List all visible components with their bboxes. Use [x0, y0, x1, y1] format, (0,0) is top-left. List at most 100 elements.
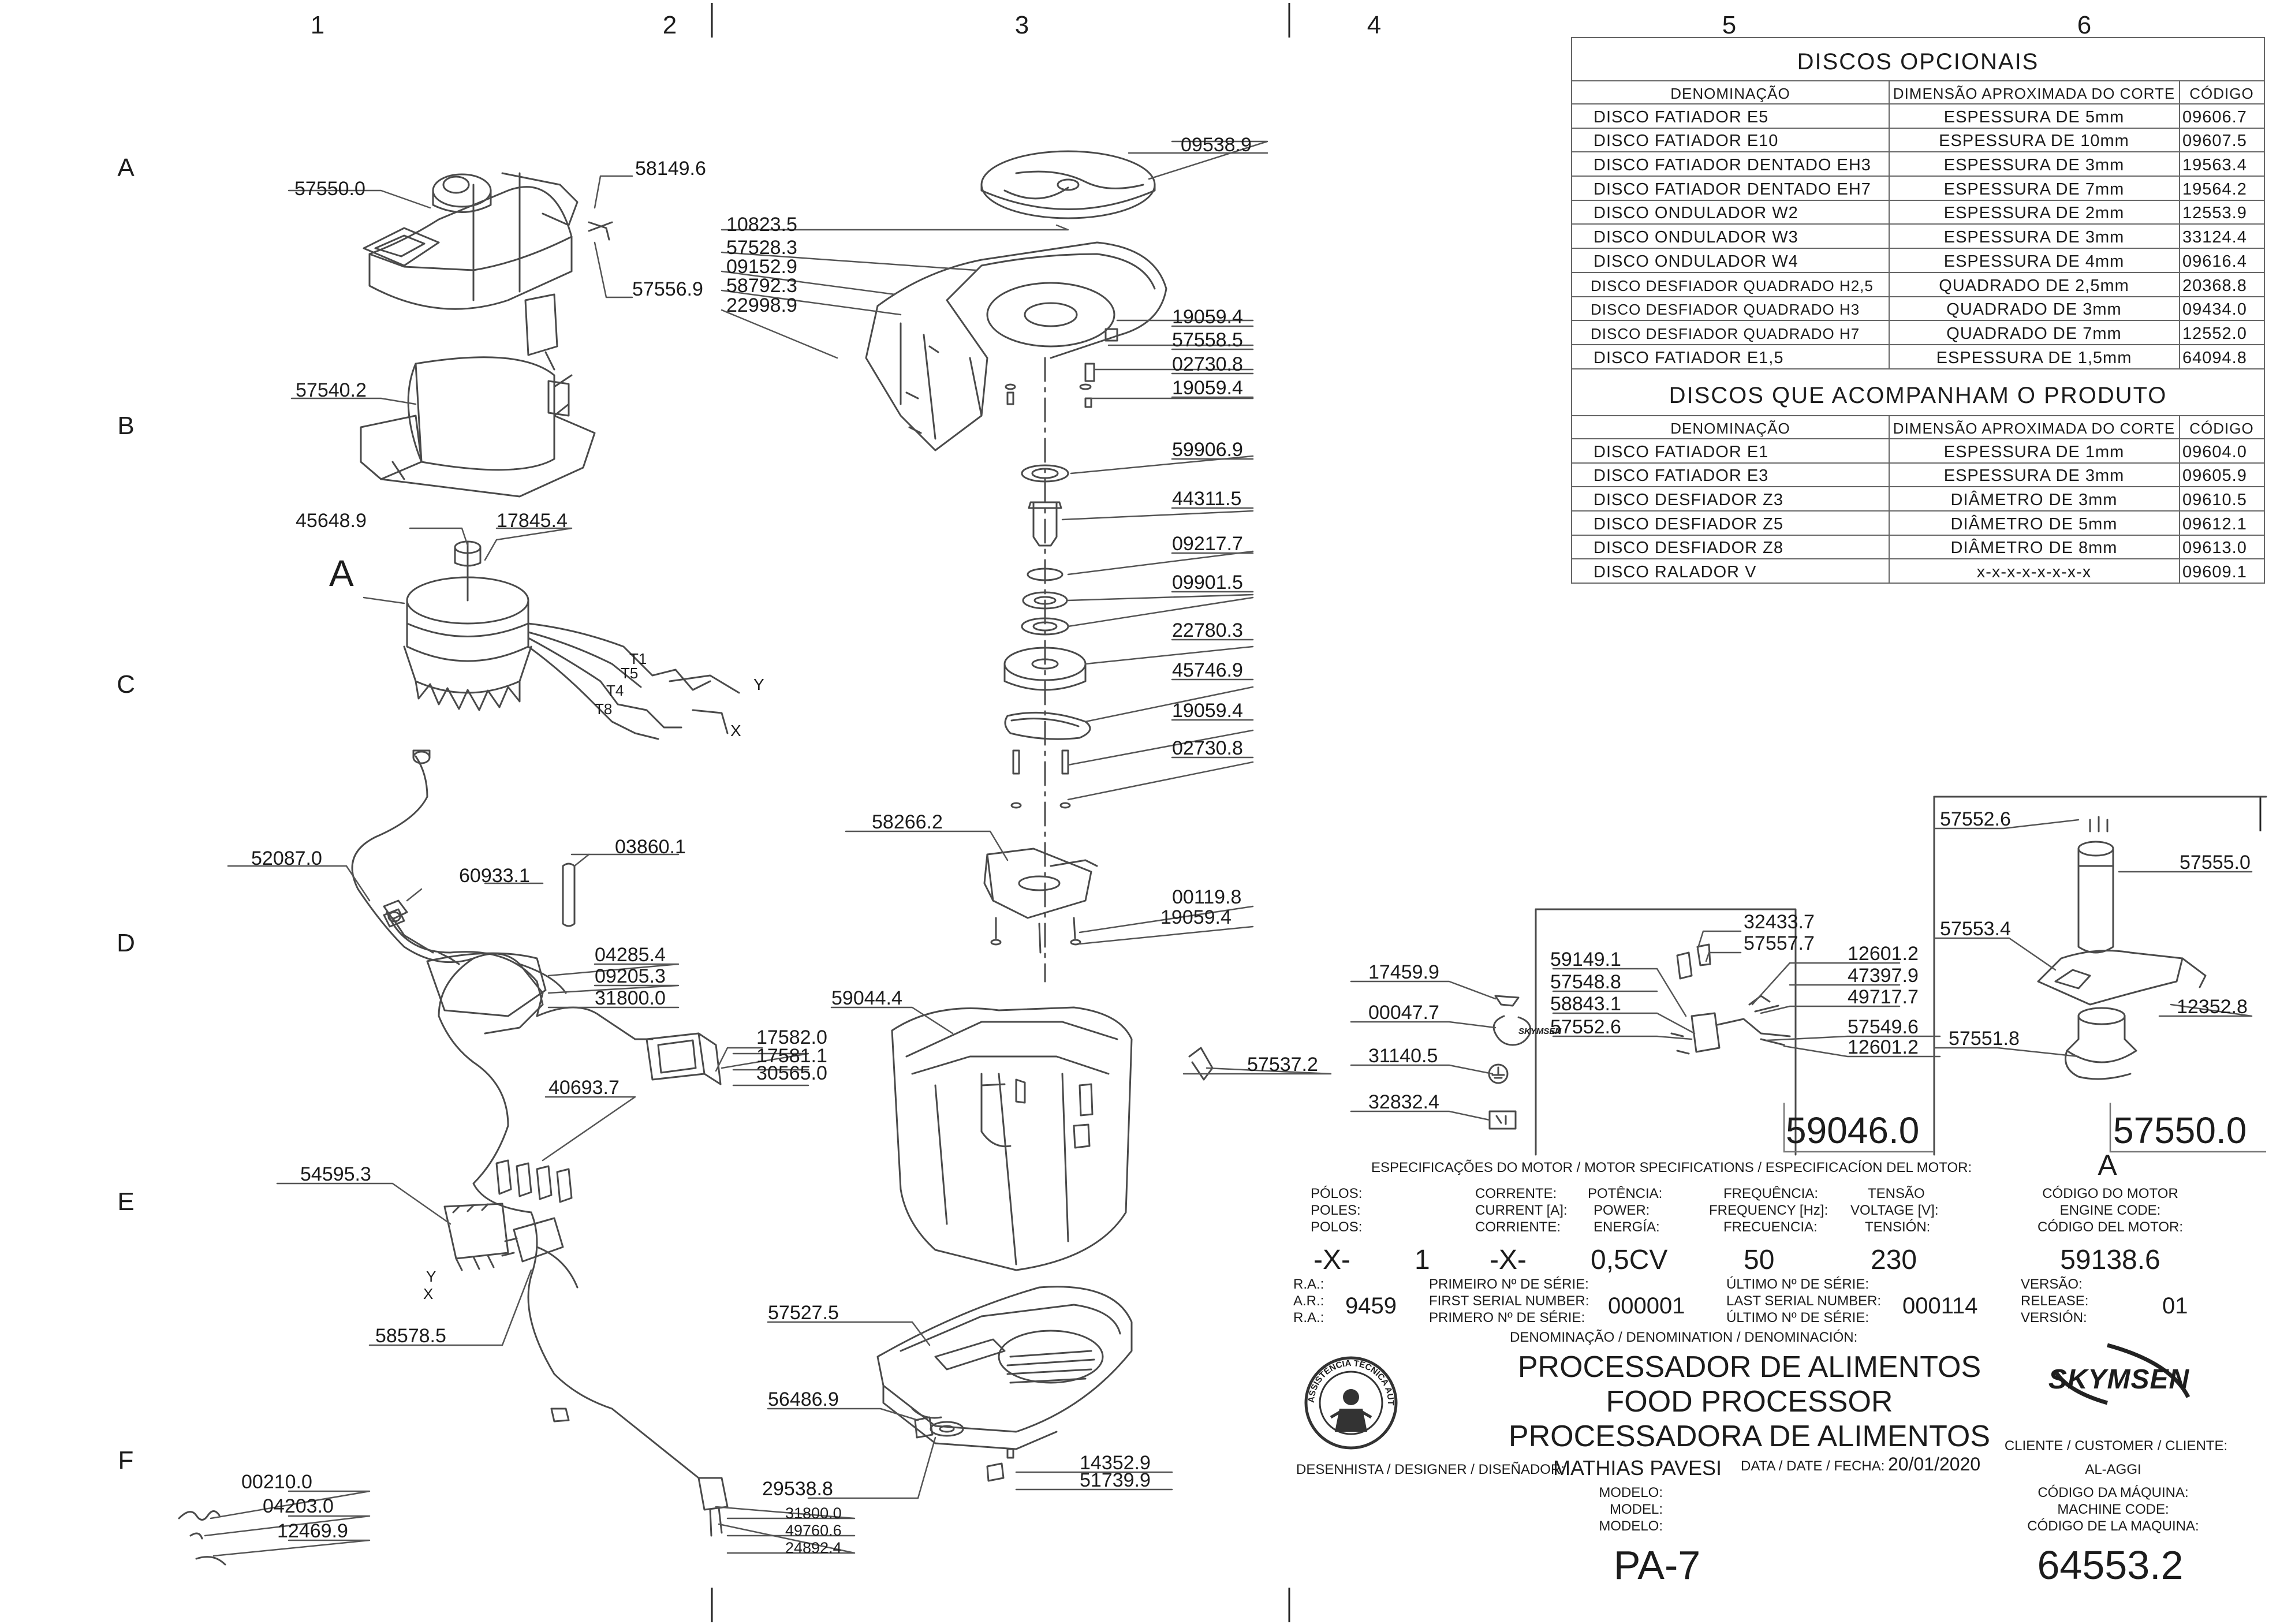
column-label-5: 5 — [1722, 11, 1736, 39]
callout-09152-9: 09152.9 — [726, 256, 797, 278]
optional-row-code: 20368.8 — [2182, 277, 2247, 295]
included-row-code: 09605.9 — [2182, 466, 2247, 485]
authorized-service-seal: ASSISTÊNCIA TÉCNICA AUTORIZADA — [0, 0, 1398, 1450]
callout-02730-8-a: 02730.8 — [1172, 353, 1243, 375]
date-value: 20/01/2020 — [1888, 1454, 1980, 1474]
optional-row-code: 64094.8 — [2182, 349, 2247, 367]
callout-47397-9: 47397.9 — [1848, 965, 1919, 987]
optional-discs-table: DISCOS OPCIONAIS DENOMINAÇÃO DIMENSÃO AP… — [1571, 37, 2265, 584]
callout-57553-4: 57553.4 — [1940, 918, 2011, 940]
callout-60933-1: 60933.1 — [459, 865, 530, 887]
callout-45746-9: 45746.9 — [1172, 659, 1243, 681]
callout-29538-8: 29538.8 — [762, 1478, 833, 1500]
assembly-number-57550-0: 57550.0 — [2113, 1110, 2247, 1151]
optional-row-dimension: QUADRADO DE 2,5mm — [1939, 277, 2129, 295]
callout-57551-8: 57551.8 — [1949, 1028, 2020, 1050]
callout-03860-1: 03860.1 — [615, 836, 686, 858]
optional-row-dimension: ESPESSURA DE 3mm — [1944, 156, 2125, 174]
optional-discs-title: DISCOS OPCIONAIS — [1797, 49, 2039, 74]
poles-label-es: POLOS: — [1311, 1219, 1362, 1235]
optional-row-name: DISCO ONDULADOR W4 — [1594, 252, 1798, 271]
optional-row-code: 09607.5 — [2182, 132, 2247, 150]
last-serial-label-es: ÚLTIMO Nº DE SÉRIE: — [1726, 1310, 1869, 1326]
row-label-a: A — [117, 154, 135, 182]
column-label-4: 4 — [1367, 11, 1381, 39]
row-label-d: D — [117, 929, 135, 957]
optional-header-dimension: DIMENSÃO APROXIMADA DO CORTE — [1893, 85, 2175, 102]
motor-drawing — [403, 540, 740, 740]
included-row-name: DISCO DESFIADOR Z5 — [1594, 515, 1783, 533]
callout-04285-4: 04285.4 — [595, 944, 666, 966]
callout-57548-8: 57548.8 — [1550, 971, 1621, 993]
callout-22780-3: 22780.3 — [1172, 619, 1243, 641]
product-name-en: FOOD PROCESSOR — [1606, 1385, 1893, 1418]
callout-57537-2: 57537.2 — [1247, 1054, 1318, 1076]
column-label-1: 1 — [311, 11, 324, 39]
current-label-pt: CORRENTE: — [1475, 1186, 1557, 1201]
callout-49717-7: 49717.7 — [1848, 986, 1919, 1008]
optional-row-name: DISCO ONDULADOR W2 — [1594, 204, 1798, 222]
motor-code-label-en: ENGINE CODE: — [2060, 1203, 2161, 1218]
callout-59906-9: 59906.9 — [1172, 439, 1243, 461]
poles-label-en: POLES: — [1311, 1203, 1361, 1218]
optional-row-dimension: ESPESSURA DE 1,5mm — [1936, 349, 2132, 367]
callout-49760-6: 49760.6 — [785, 1522, 842, 1539]
wire-label-t1: T1 — [629, 650, 647, 667]
optional-row-dimension: ESPESSURA DE 10mm — [1939, 132, 2129, 150]
customer-value: AL-AGGI — [2085, 1462, 2141, 1477]
optional-row-code: 09606.7 — [2182, 108, 2247, 126]
callout-58266-2: 58266.2 — [872, 811, 943, 833]
lid-pusher-assembly-drawing — [363, 172, 613, 371]
slicing-disc-drawing — [980, 150, 1156, 219]
callout-57557-7: 57557.7 — [1744, 932, 1815, 954]
microswitch-detail-drawing — [1535, 908, 1797, 1156]
callout-57552-6-detail: 57552.6 — [1550, 1016, 1621, 1038]
callout-59149-1: 59149.1 — [1550, 949, 1621, 970]
designer-label: DESENHISTA / DESIGNER / DISEÑADOR: — [1296, 1462, 1565, 1477]
optional-row-dimension: ESPESSURA DE 7mm — [1944, 180, 2125, 199]
latch-clip-drawing — [1188, 1047, 1214, 1081]
model-label-pt: MODELO: — [1599, 1485, 1663, 1500]
optional-row-code: 19563.4 — [2182, 156, 2247, 174]
assembly-number-59046-0: 59046.0 — [1786, 1110, 1919, 1151]
ra-value: 9459 — [1345, 1293, 1397, 1319]
callout-17459-9: 17459.9 — [1368, 961, 1439, 983]
motor-code-label-pt: CÓDIGO DO MOTOR — [2042, 1186, 2178, 1201]
callout-19059-4-b: 19059.4 — [1172, 377, 1243, 399]
optional-row-name: DISCO ONDULADOR W3 — [1594, 228, 1798, 247]
callout-40693-7: 40693.7 — [548, 1077, 620, 1099]
wire-label-x-top: X — [730, 722, 741, 740]
current-label-en: CURRENT [A]: — [1475, 1203, 1568, 1218]
machine-code-label-en: MACHINE CODE: — [2057, 1502, 2169, 1517]
optional-row-name: DISCO FATIADOR DENTADO EH3 — [1594, 156, 1871, 174]
row-label-c: C — [117, 670, 135, 699]
callout-09217-7: 09217.7 — [1172, 533, 1243, 555]
last-serial-label-pt: ÚLTIMO Nº DE SÉRIE: — [1726, 1276, 1869, 1292]
included-row-dimension: DIÂMETRO DE 5mm — [1951, 514, 2118, 533]
callout-30565-0: 30565.0 — [756, 1062, 827, 1084]
title-block: ESPECIFICAÇÕES DO MOTOR / MOTOR SPECIFIC… — [0, 0, 2227, 1588]
poles-value: -X- — [1313, 1245, 1350, 1275]
callout-09538-9: 09538.9 — [1181, 134, 1252, 156]
model-label-en: MODEL: — [1610, 1502, 1663, 1517]
included-row-name: DISCO DESFIADOR Z8 — [1594, 539, 1783, 557]
voltage-value: 230 — [1871, 1245, 1917, 1275]
optional-row-code: 12553.9 — [2182, 204, 2247, 222]
first-serial-label-pt: PRIMEIRO Nº DE SÉRIE: — [1429, 1276, 1589, 1292]
motor-code-label-es: CÓDIGO DEL MOTOR: — [2037, 1219, 2183, 1235]
poles-label-pt: PÓLOS: — [1311, 1186, 1362, 1201]
electrical-symbols-drawing — [1488, 995, 1532, 1130]
callout-45648-9: 45648.9 — [296, 510, 367, 532]
callout-44311-5: 44311.5 — [1172, 488, 1241, 510]
included-discs-table: DISCOS QUE ACOMPANHAM O PRODUTO DENOMINA… — [1594, 383, 2253, 581]
power-value: 0,5CV — [1591, 1245, 1667, 1275]
column-labels: 1 2 3 4 5 6 — [311, 11, 2091, 39]
optional-row-name: DISCO FATIADOR E5 — [1594, 108, 1768, 126]
frequency-label-en: FREQUENCY [Hz]: — [1709, 1203, 1828, 1218]
last-serial-value: 000114 — [1902, 1293, 1978, 1319]
denomination-label: DENOMINAÇÃO / DENOMINATION / DENOMINACIÓ… — [1510, 1330, 1857, 1345]
callout-02730-8-b: 02730.8 — [1172, 737, 1243, 759]
optional-row-name: DISCO DESFIADOR QUADRADO H2,5 — [1591, 277, 1874, 294]
optional-row-dimension: ESPESSURA DE 4mm — [1944, 252, 2125, 271]
model-label-es: MODELO: — [1599, 1518, 1663, 1534]
